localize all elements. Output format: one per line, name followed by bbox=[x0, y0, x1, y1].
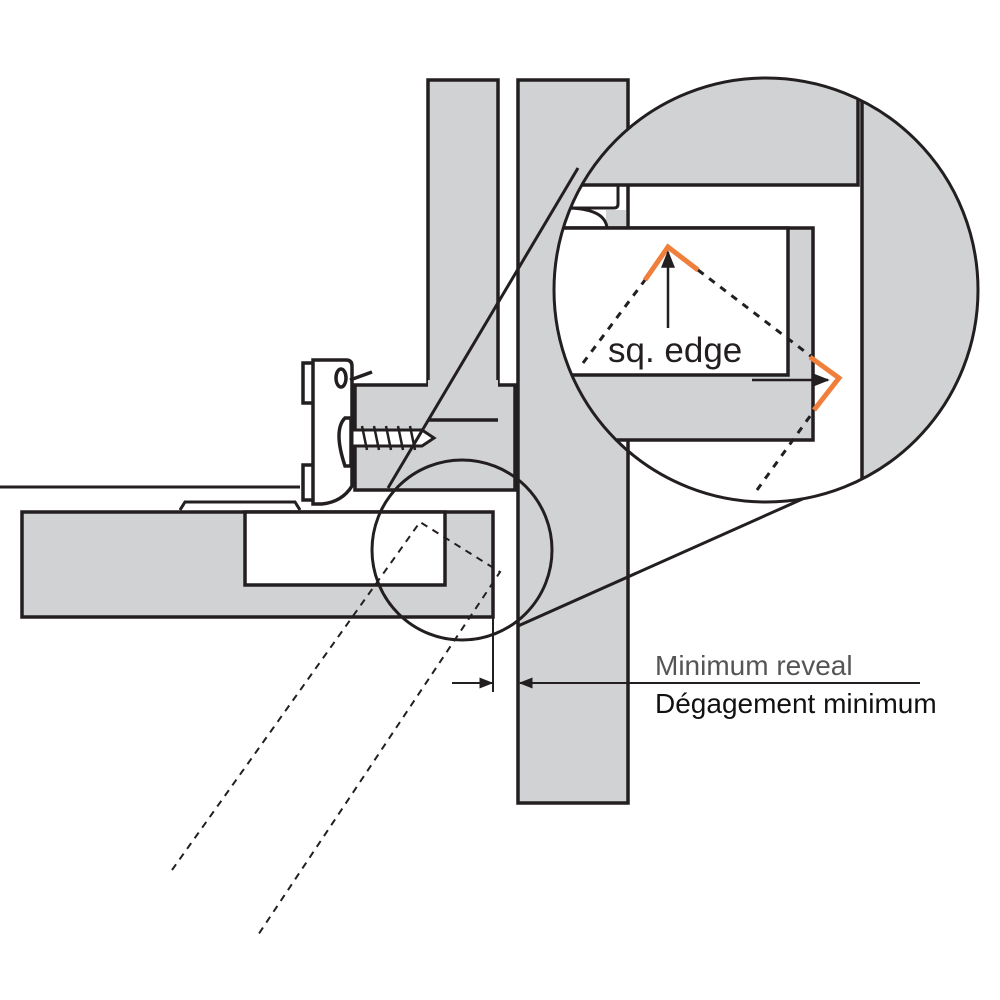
minimum-reveal-label: Minimum reveal bbox=[655, 650, 853, 681]
screw-icon bbox=[350, 425, 437, 451]
degagement-minimum-label: Dégagement minimum bbox=[655, 688, 937, 719]
sq-edge-label: sq. edge bbox=[608, 331, 742, 370]
hinge-arm bbox=[301, 358, 373, 506]
face-frame-panel bbox=[426, 78, 500, 422]
hinge-cup-recess bbox=[243, 510, 447, 587]
square-edge-marker bbox=[642, 243, 843, 412]
door-swing-dashed bbox=[171, 520, 502, 936]
detail-source-circle bbox=[370, 458, 554, 642]
